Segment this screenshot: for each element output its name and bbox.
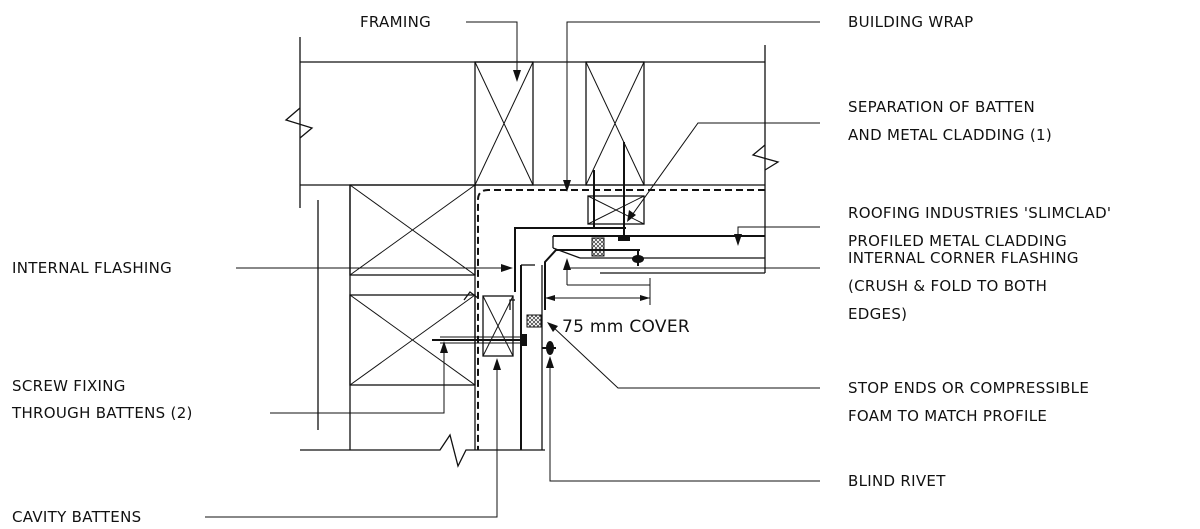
label-screw-fixing-2: THROUGH BATTENS (2) xyxy=(11,404,193,422)
blind-rivet xyxy=(542,341,556,355)
leader-lines xyxy=(205,21,820,518)
flashing-hook-2 xyxy=(509,299,515,310)
label-corner-flashing-3: EDGES) xyxy=(848,305,907,323)
flashing-hook xyxy=(463,291,479,301)
foam-stop-horizontal xyxy=(591,237,605,257)
label-corner-flashing-2: (CRUSH & FOLD TO BOTH xyxy=(848,277,1047,295)
label-cover-dimension: 75 mm COVER xyxy=(562,317,690,337)
label-separation-2: AND METAL CLADDING (1) xyxy=(848,126,1052,144)
screw-through-battens xyxy=(432,334,527,346)
cavity-batten-horizontal xyxy=(587,195,645,225)
label-cavity-battens: CAVITY BATTENS xyxy=(12,508,141,526)
framing-structure xyxy=(284,37,780,468)
label-blind-rivet: BLIND RIVET xyxy=(848,472,946,490)
foam-stop-vertical xyxy=(526,314,542,328)
label-stop-ends-2: FOAM TO MATCH PROFILE xyxy=(848,407,1047,425)
label-roofing-2: PROFILED METAL CLADDING xyxy=(848,232,1067,250)
label-stop-ends-1: STOP ENDS OR COMPRESSIBLE xyxy=(848,379,1089,397)
internal-corner-flashing xyxy=(544,249,640,310)
rivet-top xyxy=(632,250,644,266)
metal-cladding-horizontal xyxy=(552,235,765,259)
stud-upper-right xyxy=(585,61,645,186)
label-corner-flashing-1: INTERNAL CORNER FLASHING xyxy=(848,249,1079,267)
cavity-batten-vertical xyxy=(482,295,514,357)
metal-cladding-vertical xyxy=(520,264,543,450)
label-internal-flashing: INTERNAL FLASHING xyxy=(12,259,172,277)
screw-upper xyxy=(618,142,630,241)
stud-upper-left xyxy=(474,61,534,186)
label-roofing-1: ROOFING INDUSTRIES 'SLIMCLAD' xyxy=(848,204,1111,222)
internal-flashing xyxy=(514,227,626,292)
cover-dimension xyxy=(544,265,651,310)
label-screw-fixing-1: SCREW FIXING xyxy=(12,377,126,395)
label-separation-1: SEPARATION OF BATTEN xyxy=(848,98,1035,116)
label-building-wrap: BUILDING WRAP xyxy=(848,13,974,31)
label-framing: FRAMING xyxy=(360,13,431,31)
building-wrap-line xyxy=(477,189,765,450)
stud-lower-top xyxy=(349,184,476,276)
